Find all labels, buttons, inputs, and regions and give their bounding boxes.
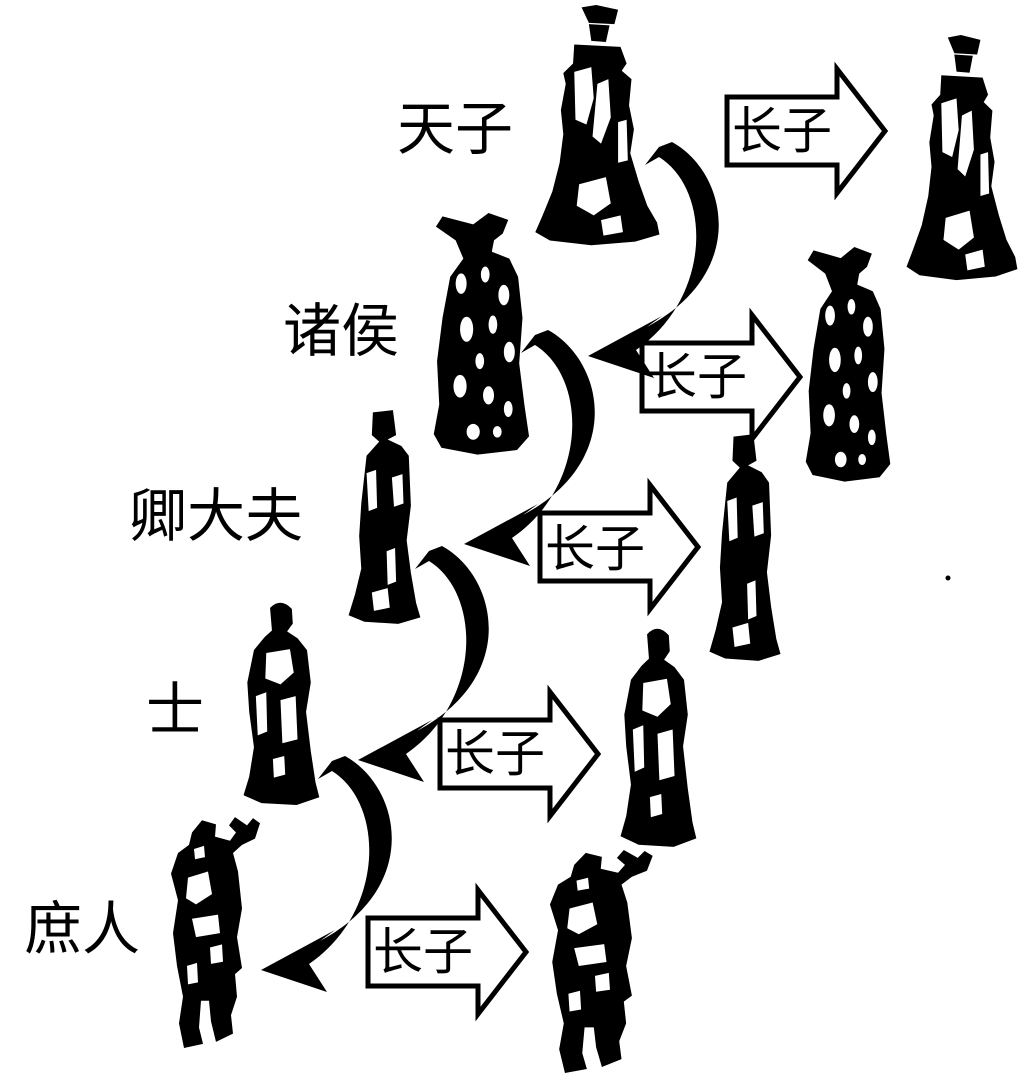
- emperor-statue-icon: [535, 5, 660, 246]
- rank-label-shi: 士: [145, 678, 204, 743]
- heir-arrow-label-4: 长子: [445, 726, 545, 782]
- rank-label-zhuhou: 诸侯: [283, 299, 400, 364]
- scholar-statue-icon: [243, 602, 320, 806]
- commoner-heir-statue-icon: [549, 849, 653, 1073]
- heir-arrow-label-5: 长子: [373, 924, 473, 980]
- heir-arrow-label-1: 长子: [732, 103, 832, 159]
- heir-arrow-label-2: 长子: [647, 349, 747, 405]
- duke-heir-statue-icon: [805, 247, 891, 482]
- rank-label-tianzi: 天子: [397, 97, 514, 162]
- emperor-heir-statue-icon: [906, 35, 1018, 281]
- scholar-heir-statue-icon: [620, 628, 697, 847]
- commoner-statue-icon: [171, 817, 260, 1048]
- duke-statue-icon: [433, 213, 530, 455]
- minister-heir-statue-icon: [709, 434, 781, 661]
- stray-dot: [945, 575, 951, 581]
- minister-statue-icon: [348, 410, 421, 624]
- rank-label-shuren: 庶人: [24, 897, 141, 962]
- rank-label-qingdafu: 卿大夫: [128, 484, 303, 549]
- heir-arrow-label-3: 长子: [545, 521, 645, 577]
